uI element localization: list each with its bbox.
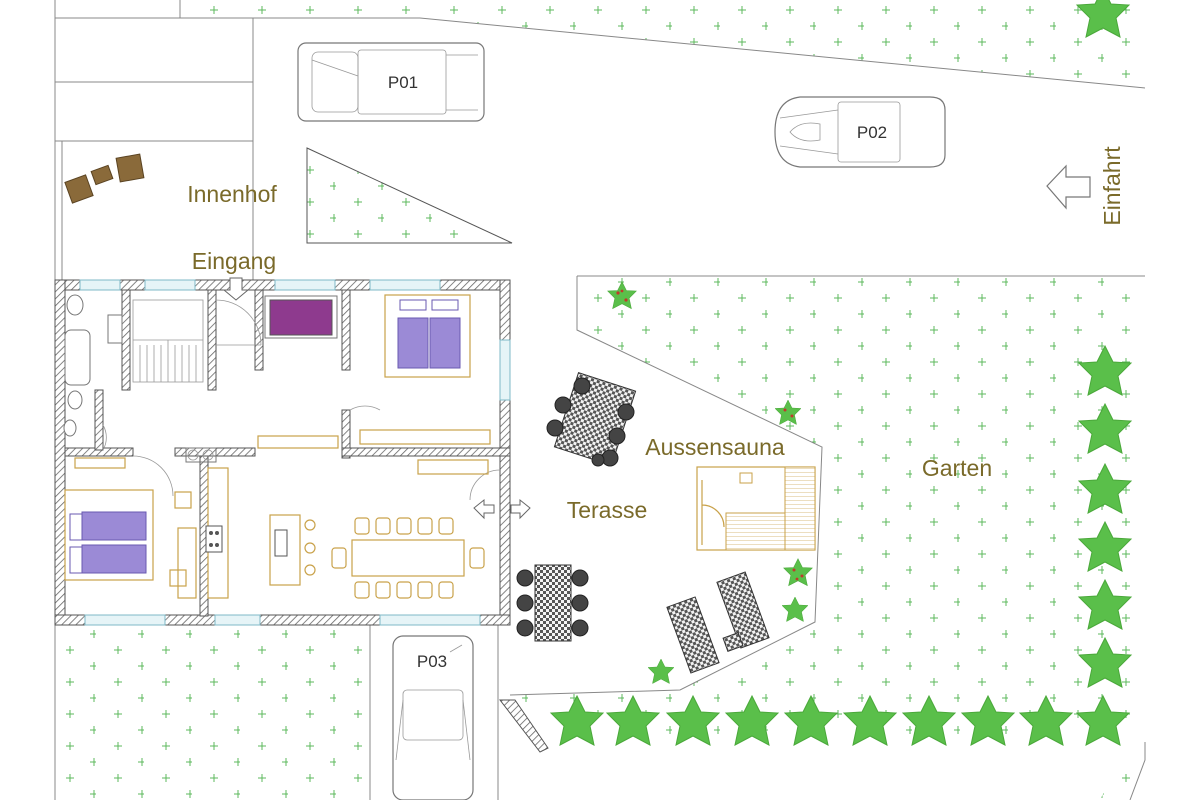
- label-aussensauna: Aussensauna: [645, 434, 785, 460]
- kitchen: [185, 447, 316, 599]
- parking-p01: P01: [297, 42, 485, 122]
- lawn-bottom-left: [55, 625, 371, 800]
- label-terasse: Terasse: [567, 497, 648, 523]
- label-einfahrt: Einfahrt: [1099, 146, 1125, 226]
- house: [54, 279, 511, 626]
- ramp: [498, 699, 549, 753]
- lawn-garden: [509, 275, 1145, 742]
- bedroom-bottom: [64, 457, 197, 599]
- bush: [781, 596, 809, 622]
- sofa: [269, 299, 333, 336]
- double-arrow-icon: [473, 498, 531, 520]
- lawn-triangle: [306, 147, 513, 244]
- parking-p01-label: P01: [388, 73, 418, 92]
- courtyard-chairs: [64, 153, 145, 204]
- bushes: [607, 281, 813, 684]
- terrace-furniture: [516, 372, 770, 674]
- label-eingang: Eingang: [192, 248, 276, 274]
- arrow-down-icon: [222, 277, 250, 301]
- aussensauna-building: [696, 466, 816, 551]
- bush: [783, 558, 813, 586]
- label-garten: Garten: [922, 455, 992, 481]
- label-innenhof: Innenhof: [187, 181, 277, 207]
- parking-p02: P02: [774, 96, 946, 168]
- dining-table: [331, 459, 489, 599]
- lawn-bottom-right: [1100, 760, 1145, 800]
- parking-p02-label: P02: [857, 123, 887, 142]
- parking-p03: P03: [392, 635, 474, 800]
- arrow-left-icon: [1046, 164, 1091, 210]
- lawn-top: [179, 0, 1146, 89]
- bedroom-top: [359, 294, 491, 445]
- parking-p03-label: P03: [417, 652, 447, 671]
- bush: [647, 658, 675, 684]
